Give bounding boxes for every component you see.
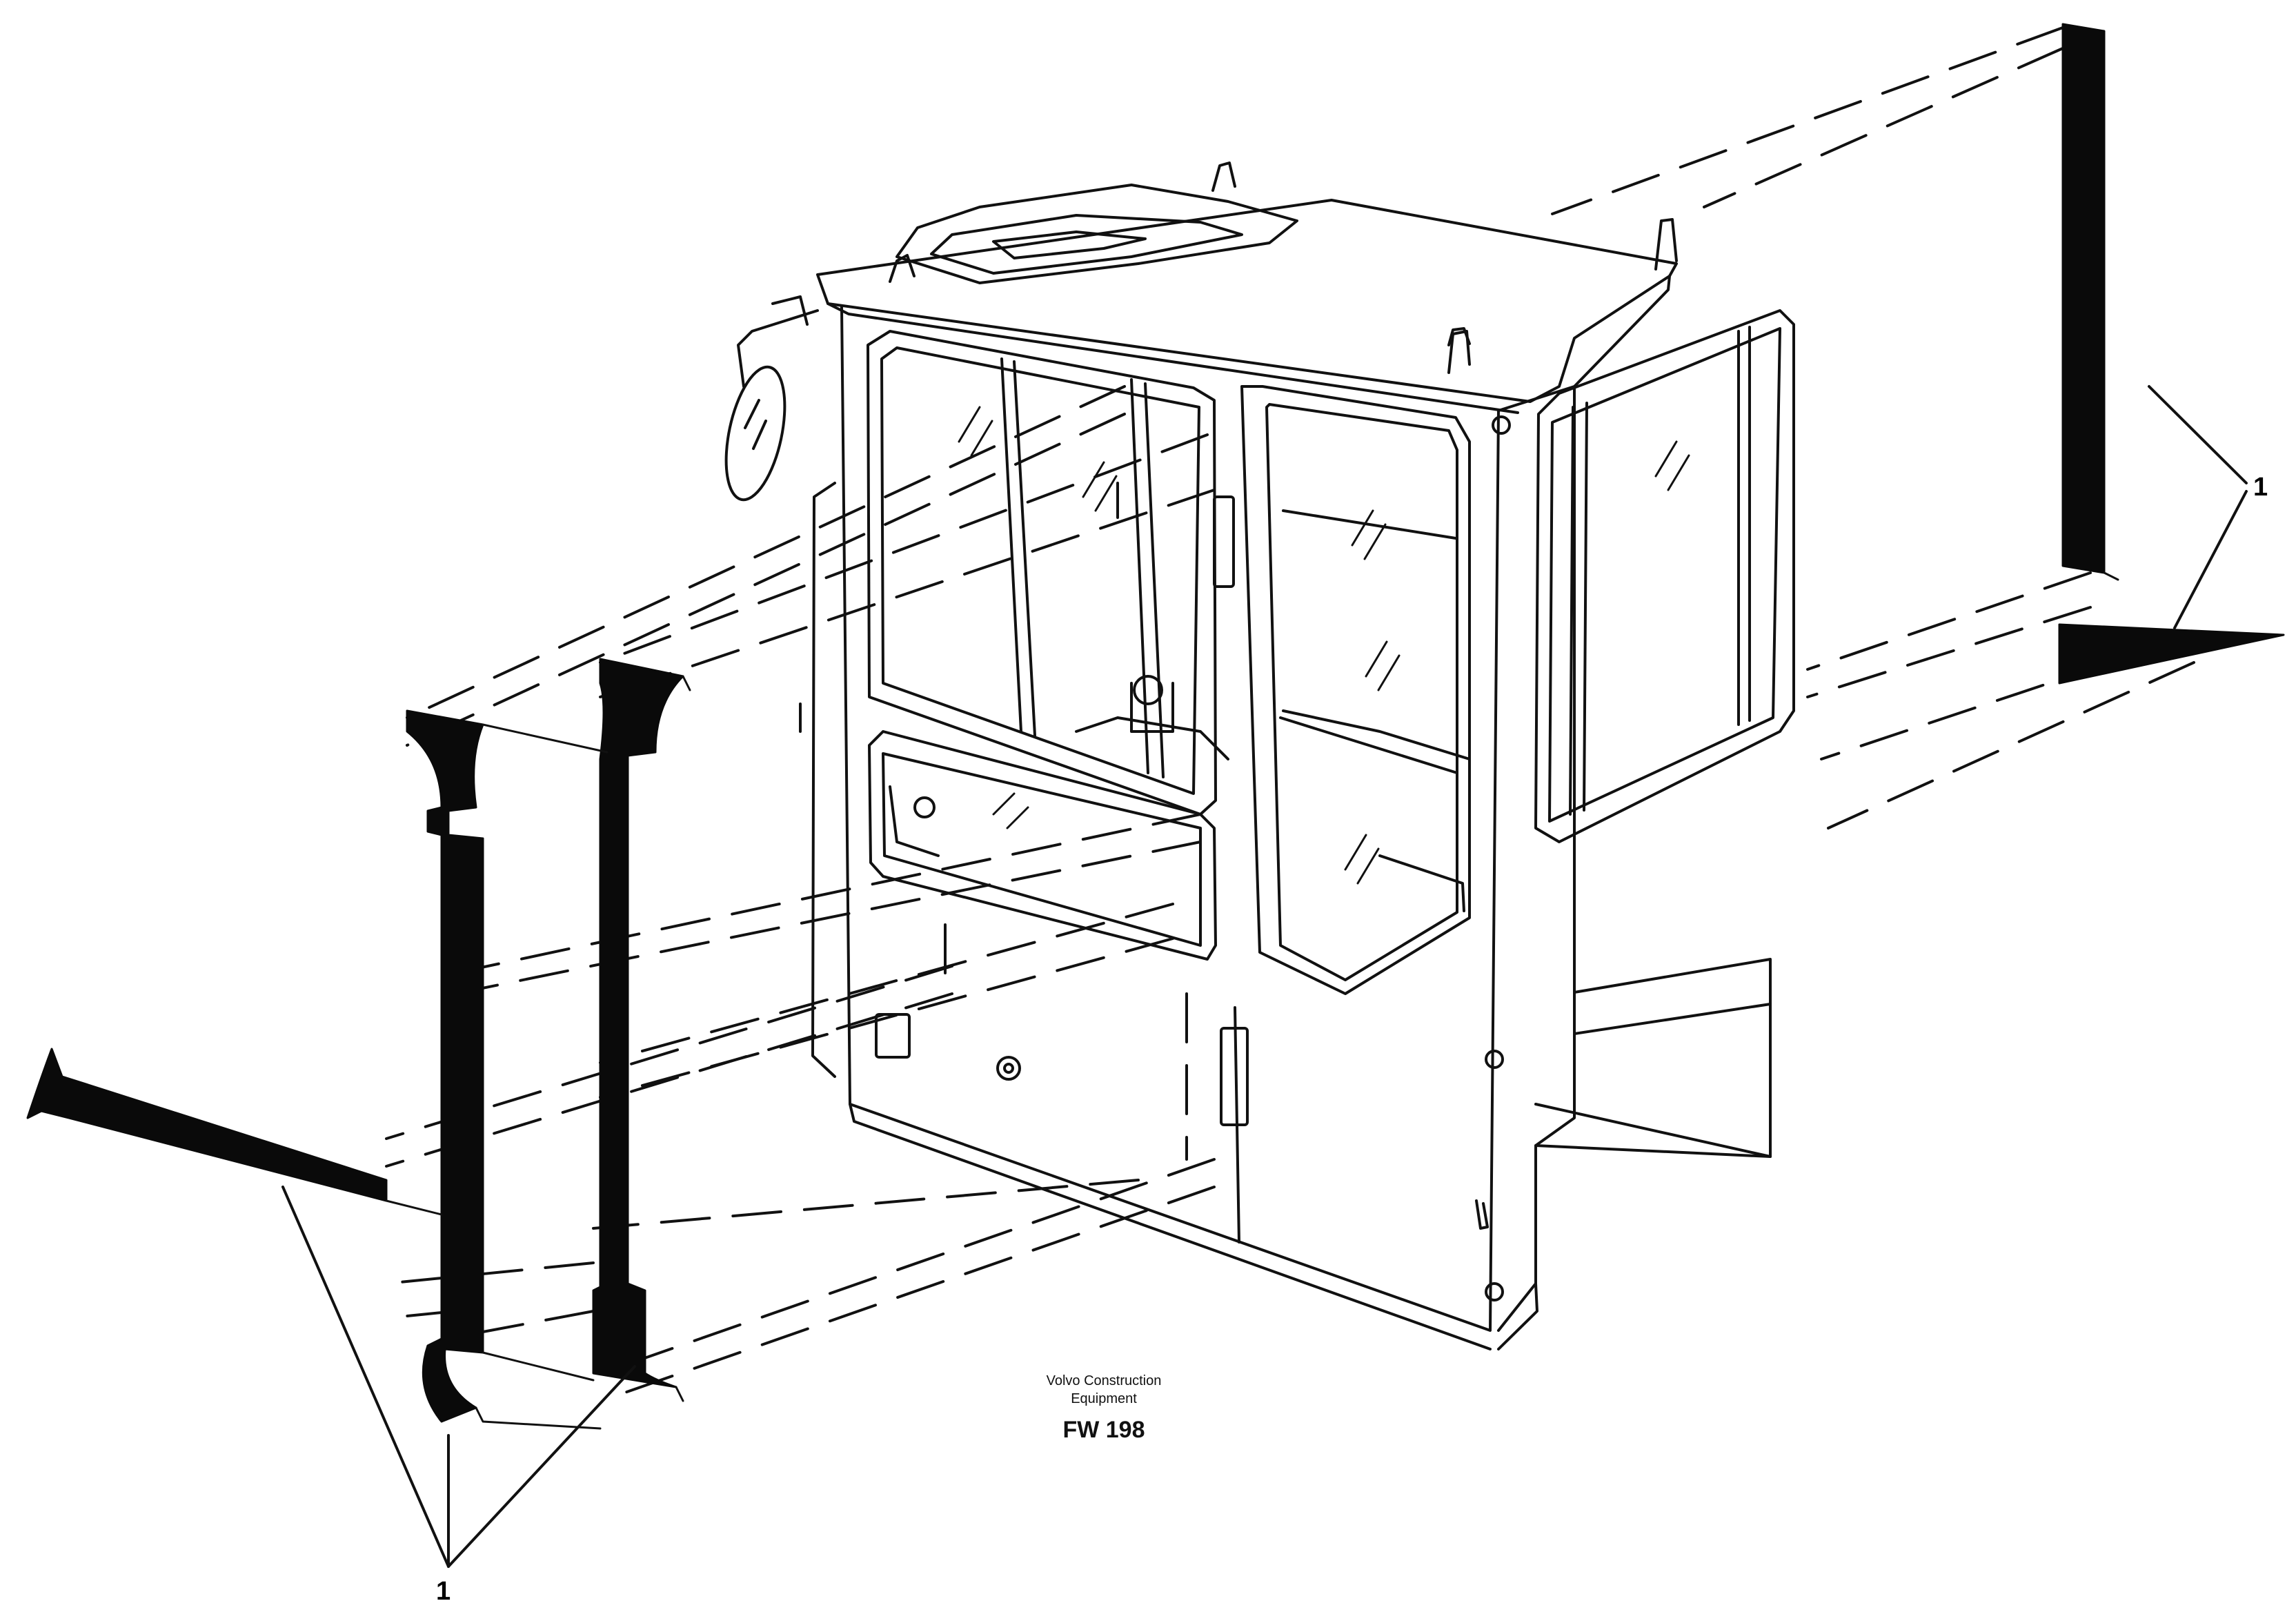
callout-leaders bbox=[281, 385, 2248, 1568]
cab-body bbox=[724, 161, 1795, 1350]
seal-strip-left-vertical-b bbox=[592, 658, 684, 1388]
callout-number-right: 1 bbox=[2253, 473, 2268, 502]
seal-strip-left-vertical-a bbox=[406, 709, 484, 1423]
callout-number-bottom: 1 bbox=[436, 1577, 451, 1606]
seal-strip-right-wedge bbox=[2058, 623, 2285, 685]
brand-line-2: Equipment bbox=[1071, 1391, 1137, 1406]
sealing-strips bbox=[26, 23, 2285, 1423]
brand-line-1: Volvo Construction bbox=[1046, 1373, 1162, 1388]
seal-strip-right-vertical bbox=[2061, 23, 2106, 574]
explode-guide-lines bbox=[385, 26, 2195, 1395]
glass-hatching bbox=[958, 406, 1690, 885]
seal-strip-left-horizontal bbox=[26, 1048, 388, 1202]
seal-strip-bevels bbox=[385, 571, 2119, 1430]
figure-code: FW 198 bbox=[1062, 1417, 1145, 1443]
brand-caption: Volvo Construction Equipment bbox=[987, 1372, 1221, 1408]
